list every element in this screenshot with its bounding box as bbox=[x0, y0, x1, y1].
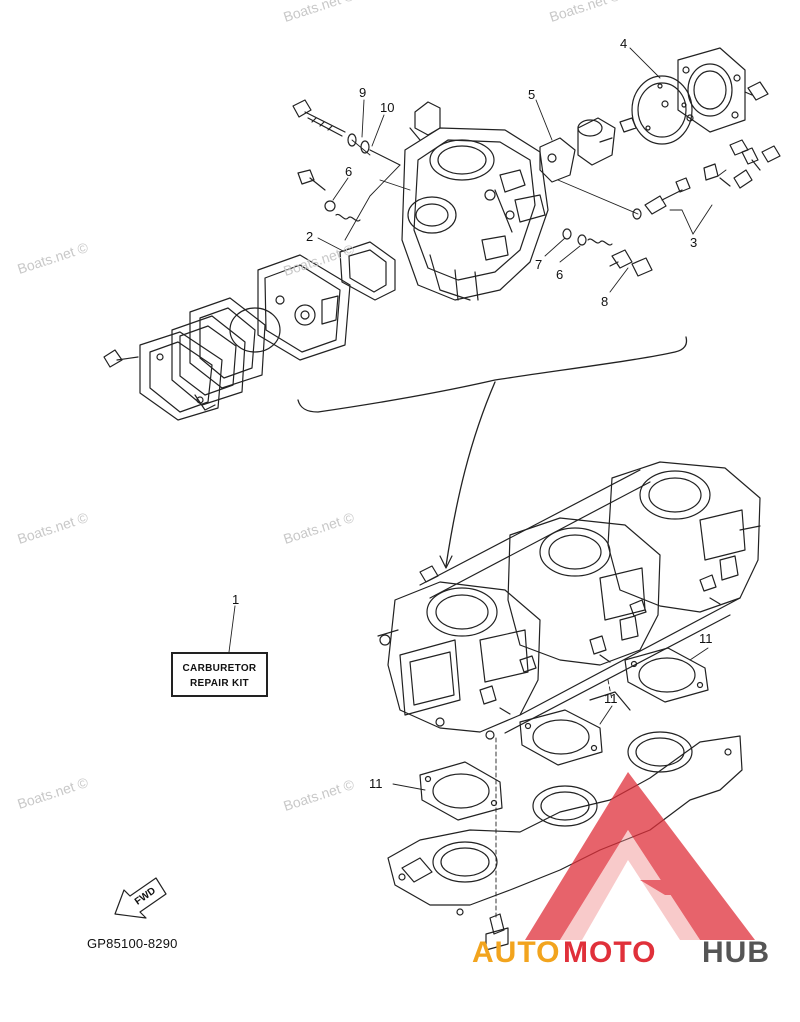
regulator-cup bbox=[577, 117, 637, 166]
logo-word-hub: HUB bbox=[702, 936, 770, 969]
fittings-3 bbox=[632, 139, 781, 220]
fwd-arrow-icon bbox=[114, 877, 167, 919]
screw-9 bbox=[292, 99, 346, 137]
gasket-2 bbox=[339, 241, 396, 301]
callout-10: 10 bbox=[380, 100, 395, 115]
repair-kit-line-2: REPAIR KIT bbox=[190, 678, 249, 689]
callout-11-middle: 11 bbox=[604, 691, 618, 706]
manifold-bolt bbox=[485, 913, 509, 951]
callout-8: 8 bbox=[601, 294, 609, 309]
callout-6-lower: 6 bbox=[556, 267, 564, 282]
diaphragm-4 bbox=[631, 47, 746, 145]
callout-4: 4 bbox=[620, 36, 628, 51]
assembly-brace bbox=[297, 336, 688, 413]
cover-screw bbox=[103, 349, 139, 368]
callout-3: 3 bbox=[690, 235, 698, 250]
assembly-arrow bbox=[445, 381, 496, 567]
gaskets-11 bbox=[419, 647, 709, 821]
single-carburetor-body bbox=[401, 127, 549, 301]
logo-word-moto: MOTO bbox=[563, 936, 657, 969]
callout-5: 5 bbox=[528, 87, 536, 102]
repair-kit-line-1: CARBURETOR bbox=[182, 663, 257, 674]
callout-1: 1 bbox=[232, 592, 240, 607]
automotohub-logo-mark bbox=[525, 772, 755, 940]
pump-cover-stack bbox=[139, 254, 351, 421]
jet-8 bbox=[562, 228, 653, 277]
plate-5 bbox=[539, 137, 576, 183]
callout-6-upper: 6 bbox=[345, 164, 353, 179]
callout-11-left: 11 bbox=[369, 776, 383, 791]
callout-7: 7 bbox=[535, 257, 543, 272]
logo-word-auto: AUTO bbox=[472, 936, 561, 969]
callout-9: 9 bbox=[359, 85, 367, 100]
diagram-part-code: GP85100-8290 bbox=[87, 936, 178, 951]
callout-2: 2 bbox=[306, 229, 314, 244]
carburetor-bank bbox=[377, 461, 761, 740]
carburetor-repair-kit-label: CARBURETOR REPAIR KIT bbox=[171, 652, 268, 697]
intake-manifold bbox=[387, 731, 743, 916]
callout-11-right: 11 bbox=[699, 631, 713, 646]
